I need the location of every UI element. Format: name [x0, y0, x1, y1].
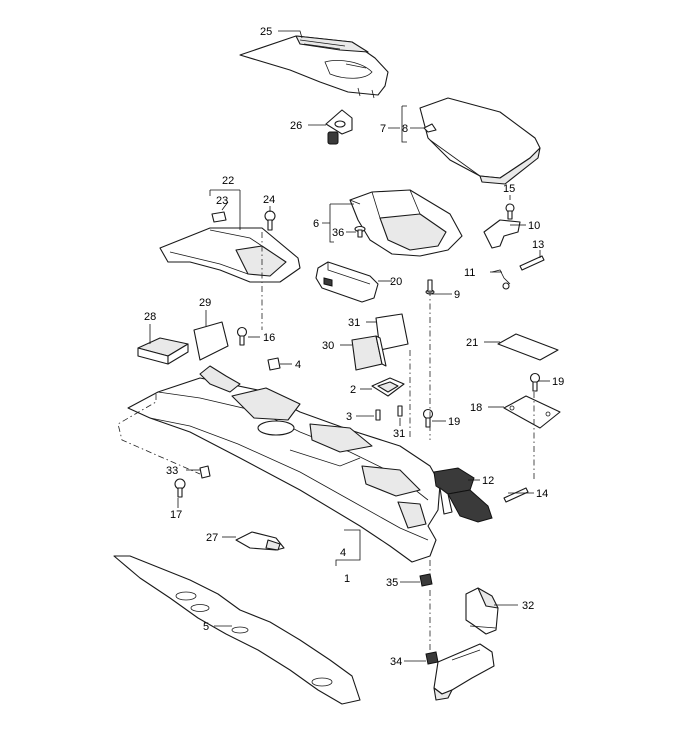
part-24-screw: [264, 210, 276, 231]
part-35-clip: [419, 573, 433, 587]
callout-24: 24: [263, 194, 275, 206]
callout-12: 12: [482, 475, 494, 487]
callout-20: 20: [390, 276, 402, 288]
part-28-pad: [137, 337, 189, 365]
part-11-spring: [491, 269, 511, 290]
callout-17: 17: [170, 509, 182, 521]
part-19-screw-a: [529, 372, 541, 392]
callout-21: 21: [466, 337, 478, 349]
callout-30: 30: [322, 340, 334, 352]
callout-26: 26: [290, 120, 302, 132]
part-18-plate: [503, 395, 561, 429]
callout-4-bottom: 4: [340, 547, 346, 559]
callout-6: 6: [313, 218, 319, 230]
part-4-clip: [267, 357, 281, 371]
callout-2: 2: [350, 384, 356, 396]
callout-22: 22: [222, 175, 234, 187]
callout-25: 25: [260, 26, 272, 38]
callout-31-bottom: 31: [393, 428, 405, 440]
callout-labels: 25 26 7 8 22 23 24 6 36 15 10 13 11 20 9…: [144, 26, 564, 668]
callout-9: 9: [454, 289, 460, 301]
callout-29: 29: [199, 297, 211, 309]
callout-36: 36: [332, 227, 344, 239]
callout-16: 16: [263, 332, 275, 344]
callout-32: 32: [522, 600, 534, 612]
callout-4-top: 4: [295, 359, 301, 371]
leader-lines: [149, 30, 550, 662]
callout-11: 11: [464, 267, 475, 279]
callout-23: 23: [216, 195, 228, 207]
part-5-floor-strip: [113, 555, 361, 705]
callout-5: 5: [203, 621, 209, 633]
part-20-small-tray: [315, 261, 379, 303]
part-1-center-console: [127, 365, 441, 563]
part-25-top-trim: [239, 35, 389, 99]
callout-7: 7: [380, 123, 386, 135]
part-21-mat: [497, 333, 559, 361]
callout-14: 14: [536, 488, 548, 500]
callout-10: 10: [528, 220, 540, 232]
part-2-switch: [371, 377, 405, 397]
part-10-bracket: [483, 203, 521, 249]
part-12-shifter: [433, 467, 493, 523]
part-22-trim-frame: [159, 211, 301, 283]
part-3-screw: [375, 409, 381, 421]
callout-15: 15: [503, 183, 515, 195]
callout-35: 35: [386, 577, 398, 589]
callout-19-center: 19: [448, 416, 460, 428]
part-17-bolt: [174, 478, 186, 498]
part-16-screw: [236, 326, 248, 346]
part-29-plate: [193, 321, 229, 361]
part-32-bracket: [465, 587, 499, 635]
callout-27: 27: [206, 532, 218, 544]
callout-3: 3: [346, 411, 352, 423]
callout-13: 13: [532, 239, 544, 251]
part-27-small-trim: [235, 531, 285, 551]
callout-18: 18: [470, 402, 482, 414]
callout-1: 1: [344, 573, 350, 585]
part-13-rod: [519, 255, 545, 271]
part-19-screw-b: [422, 408, 434, 428]
assembly-lines: [117, 232, 535, 652]
part-6-storage-tray: [349, 189, 463, 257]
part-34-base-bracket: [425, 643, 495, 701]
part-31-small-screw: [397, 405, 403, 417]
part-14-pin: [503, 487, 529, 503]
part-26-knob: [325, 109, 353, 145]
callout-19-right: 19: [552, 376, 564, 388]
callout-8: 8: [402, 123, 408, 135]
callout-33: 33: [166, 465, 178, 477]
callout-28: 28: [144, 311, 156, 323]
part-30-panel: [351, 335, 387, 371]
callout-34: 34: [390, 656, 402, 668]
part-33-nut: [199, 465, 211, 479]
callout-31-top: 31: [348, 317, 360, 329]
part-36-screw: [354, 225, 366, 238]
part-7-armrest-lid: [419, 97, 541, 185]
